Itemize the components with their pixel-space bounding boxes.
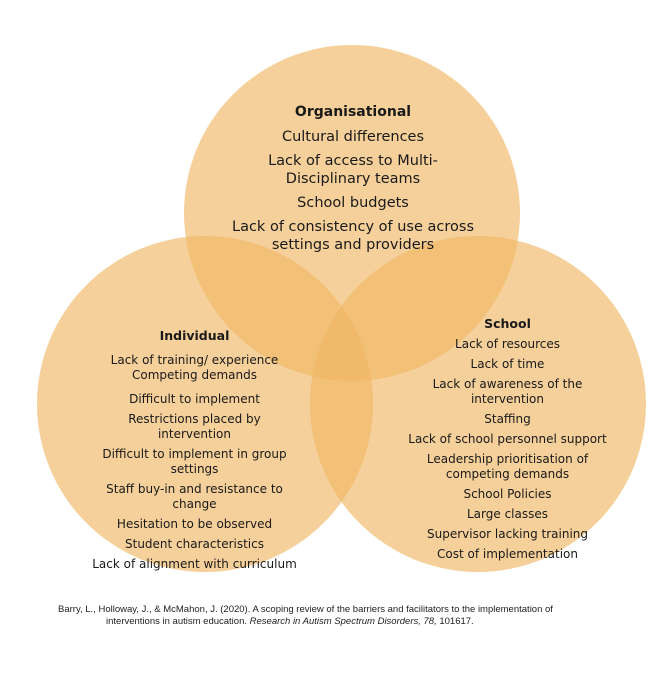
school-item: Staffing bbox=[484, 411, 531, 426]
school-label-block: School Lack of resources Lack of time La… bbox=[400, 316, 615, 567]
organisational-item: School budgets bbox=[297, 194, 409, 211]
school-item: Lack of awareness of the intervention bbox=[432, 376, 583, 406]
citation-title-rest: interventions in autism education. bbox=[106, 615, 250, 627]
individual-item: Restrictions placed by intervention bbox=[128, 411, 261, 441]
citation-authors: Barry, L., Holloway, J., & McMahon, J. (… bbox=[58, 604, 553, 615]
school-item: Cost of implementation bbox=[437, 546, 578, 561]
organisational-label-block: Organisational Cultural differences Lack… bbox=[228, 104, 478, 260]
school-circle bbox=[310, 236, 646, 572]
citation-line-2: interventions in autism education. Resea… bbox=[58, 616, 618, 628]
organisational-item: Lack of access to Multi-Disciplinary tea… bbox=[268, 152, 438, 187]
organisational-item: Cultural differences bbox=[281, 128, 425, 145]
citation-article: 101617. bbox=[436, 615, 474, 627]
individual-item: Hesitation to be observed bbox=[116, 516, 273, 531]
citation: Barry, L., Holloway, J., & McMahon, J. (… bbox=[58, 604, 618, 628]
school-heading: School bbox=[484, 316, 531, 331]
individual-item: Lack of alignment with curriculum bbox=[92, 556, 297, 571]
individual-item: Student characteristics bbox=[125, 536, 264, 551]
school-item: Supervisor lacking training bbox=[426, 526, 589, 541]
individual-item: Staff buy-in and resistance to change bbox=[106, 481, 283, 511]
individual-item: Competing demands bbox=[131, 367, 257, 382]
individual-circle bbox=[37, 236, 373, 572]
school-item: Lack of resources bbox=[455, 336, 560, 351]
individual-item: Difficult to implement in group settings bbox=[102, 446, 287, 476]
individual-item: Lack of training/ experience bbox=[110, 352, 279, 367]
school-item: Leadership prioritisation of competing d… bbox=[426, 451, 589, 481]
school-item: Lack of time bbox=[470, 356, 545, 371]
organisational-item: Lack of consistency of use across settin… bbox=[232, 219, 474, 254]
citation-journal: Research in Autism Spectrum Disorders, 7… bbox=[249, 615, 437, 627]
individual-heading: Individual bbox=[159, 328, 230, 343]
individual-label-block: Individual Lack of training/ experience … bbox=[92, 328, 297, 577]
organisational-heading: Organisational bbox=[294, 104, 412, 120]
individual-item: Difficult to implement bbox=[129, 391, 260, 406]
school-item: School Policies bbox=[463, 486, 552, 501]
school-item: Lack of school personnel support bbox=[408, 431, 607, 446]
school-item: Large classes bbox=[467, 506, 548, 521]
